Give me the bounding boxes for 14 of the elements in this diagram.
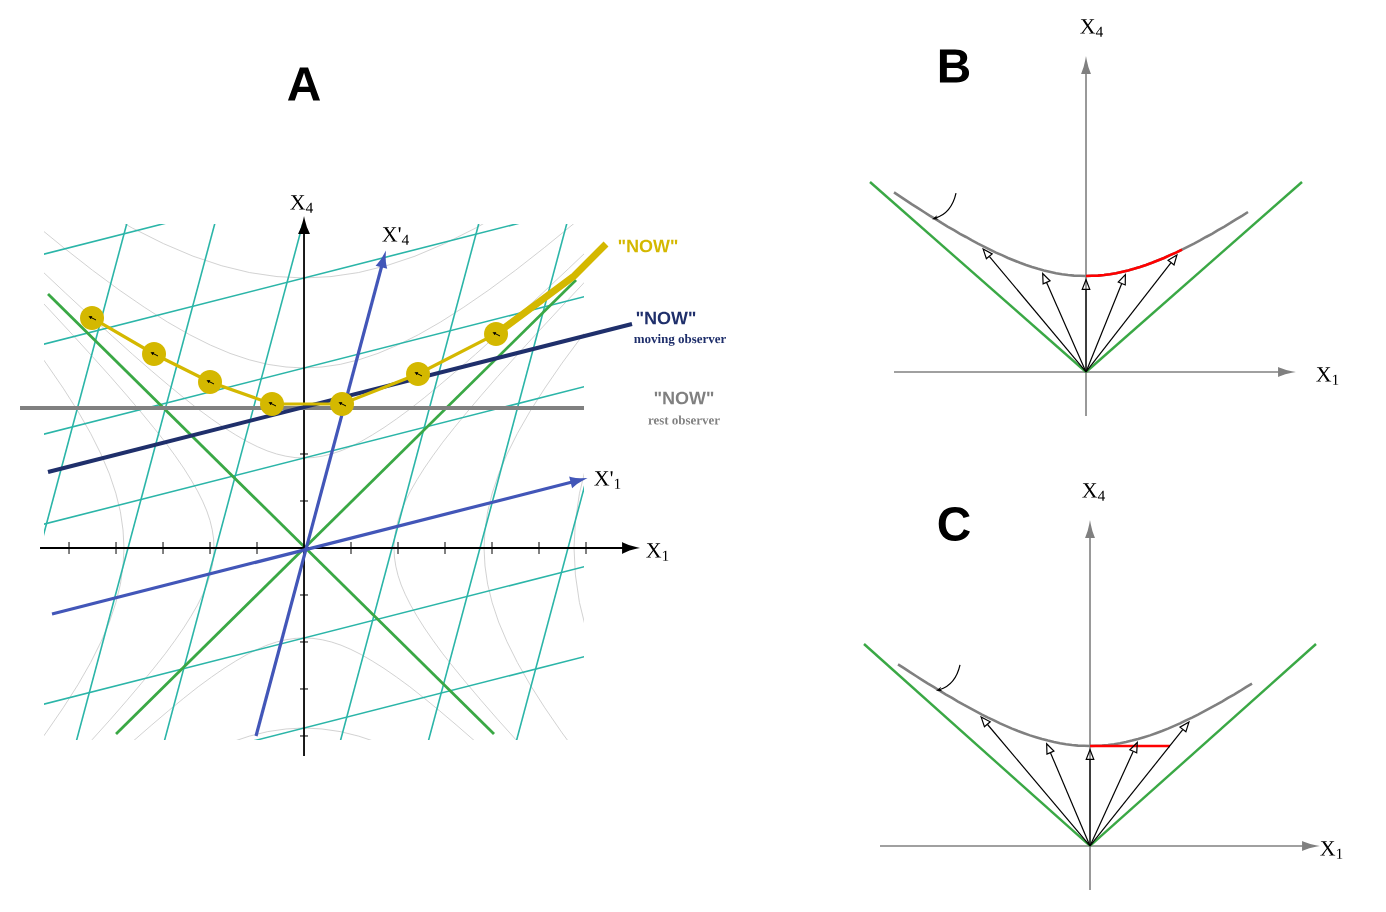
- axis-label: X'$_{4}$: [382, 227, 409, 245]
- line-label: "NOW": [636, 311, 696, 325]
- panel-letter: B: [939, 49, 970, 83]
- axis-label: X$_{1}$: [646, 543, 669, 561]
- axis-label: X$_{4}$: [290, 195, 314, 213]
- axis-label: X'$_{1}$: [594, 471, 621, 489]
- axis-label: X$_{1}$: [1316, 367, 1339, 385]
- axis-label: X$_{4}$: [1082, 483, 1105, 501]
- axis-label: X$_{4}$: [1080, 19, 1103, 37]
- line-label: "NOW": [654, 391, 714, 405]
- axis-label: X$_{1}$: [1320, 841, 1343, 859]
- line-label: "NOW": [618, 239, 678, 253]
- panel-letter: A: [287, 67, 321, 101]
- panel-letter: C: [938, 507, 970, 541]
